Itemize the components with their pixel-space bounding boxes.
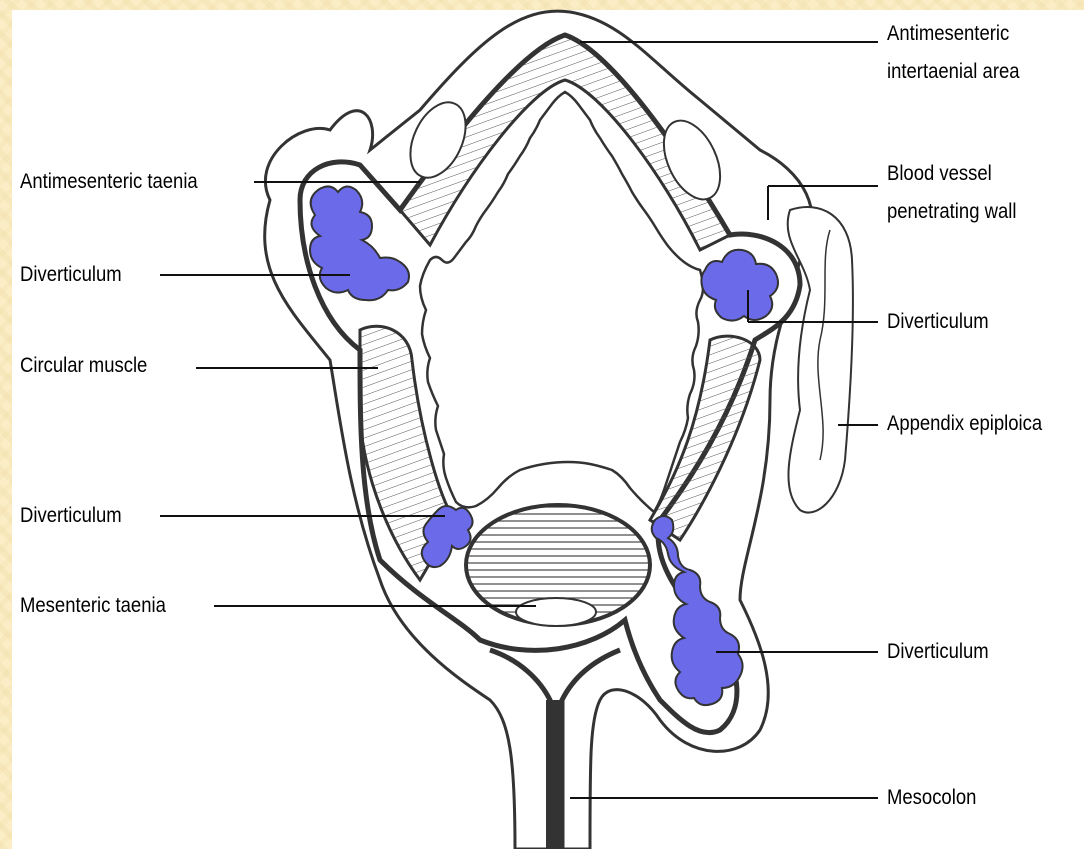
mesenteric-taenia — [516, 598, 596, 626]
label-antimesenteric-area-line2: intertaenial area — [887, 58, 1020, 86]
label-blood-vessel-line2: penetrating wall — [887, 198, 1016, 226]
label-diverticulum-left-bottom: Diverticulum — [20, 502, 122, 530]
mesocolon-stalk — [546, 700, 562, 849]
label-antimesenteric-area-line1: Antimesenteric — [887, 20, 1009, 48]
label-diverticulum-right-top: Diverticulum — [887, 308, 989, 336]
label-antimesenteric-taenia: Antimesenteric taenia — [20, 168, 198, 196]
label-circular-muscle: Circular muscle — [20, 352, 147, 380]
label-diverticulum-right-bottom: Diverticulum — [887, 638, 989, 666]
label-appendix-epiploica: Appendix epiploica — [887, 410, 1042, 438]
label-diverticulum-left-top: Diverticulum — [20, 261, 122, 289]
label-mesenteric-taenia: Mesenteric taenia — [20, 592, 166, 620]
label-blood-vessel-line1: Blood vessel — [887, 160, 992, 188]
appendix-epiploica — [788, 207, 853, 513]
label-mesocolon: Mesocolon — [887, 784, 976, 812]
